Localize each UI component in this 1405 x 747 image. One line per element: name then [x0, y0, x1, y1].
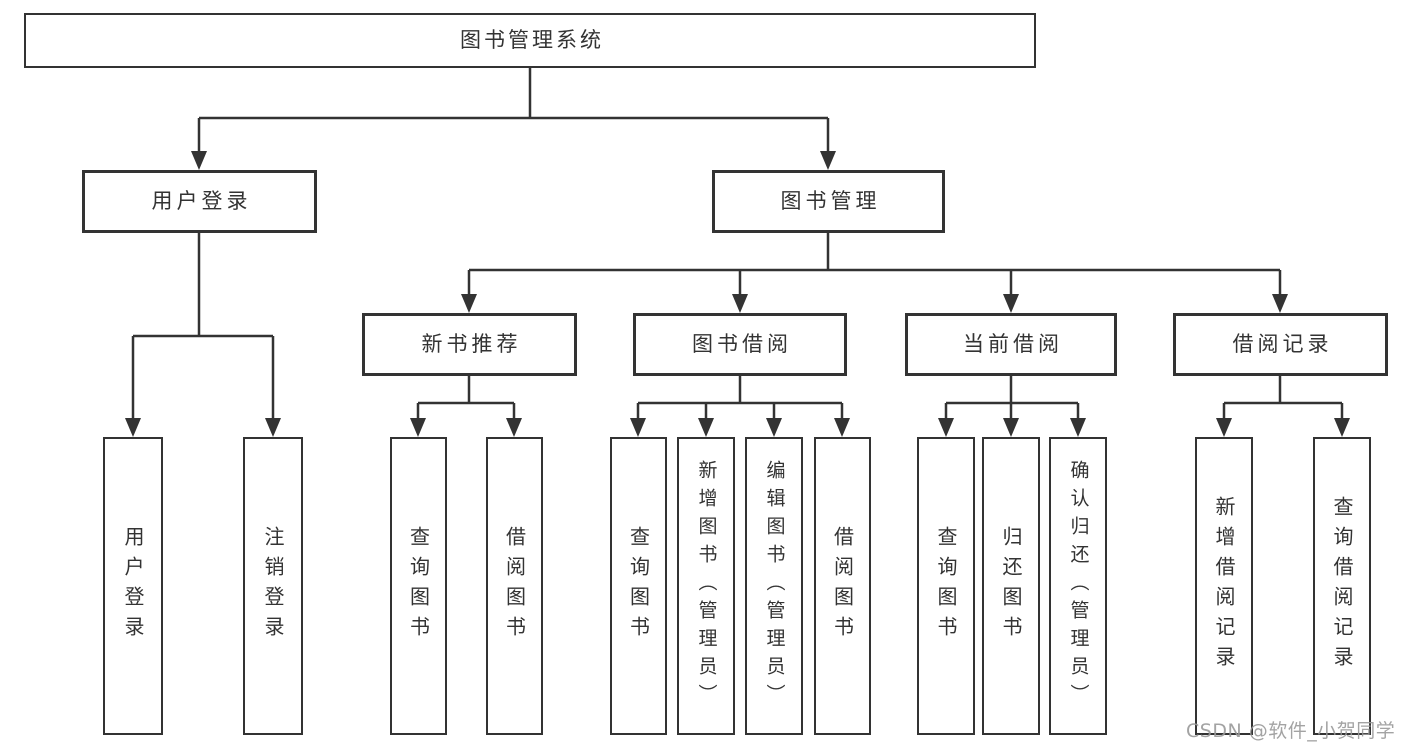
leaf-confirm-return-admin: 确认归还（管理员） [1049, 437, 1107, 735]
node-label: 用户登录 [121, 526, 145, 646]
leaf-logout: 注销登录 [243, 437, 303, 735]
node-label: 借阅图书 [830, 526, 855, 646]
csdn-watermark: CSDN @软件_小贺同学 [1186, 720, 1396, 742]
leaf-return-books: 归还图书 [982, 437, 1040, 735]
leaf-add-books-admin: 新增图书（管理员） [677, 437, 735, 735]
node-label: 借阅记录 [1232, 332, 1333, 356]
leaf-query-borrow-record: 查询借阅记录 [1313, 437, 1371, 735]
node-book-management: 图书管理 [712, 170, 945, 233]
node-current-borrowing: 当前借阅 [905, 313, 1117, 376]
node-library-management-system: 图书管理系统 [24, 13, 1036, 68]
node-label: 查询借阅记录 [1330, 496, 1354, 676]
node-label: 查询图书 [934, 526, 958, 646]
node-label: 注销登录 [261, 526, 285, 646]
node-label: 新书推荐 [421, 332, 522, 356]
leaf-query-books-borrowing: 查询图书 [610, 437, 667, 735]
node-label: 归还图书 [999, 526, 1023, 646]
leaf-borrow-books-borrowing: 借阅图书 [814, 437, 871, 735]
node-label: 图书管理 [780, 189, 881, 213]
arrowheads [125, 151, 1350, 437]
leaf-borrow-books-newbook: 借阅图书 [486, 437, 543, 735]
leaf-query-books-newbook: 查询图书 [390, 437, 447, 735]
leaf-add-borrow-record: 新增借阅记录 [1195, 437, 1253, 735]
node-label: 查询图书 [406, 526, 431, 646]
node-label: 图书借阅 [692, 332, 792, 356]
node-label: 图书管理系统 [460, 28, 604, 52]
node-label: 用户登录 [151, 189, 252, 213]
node-label: 新增借阅记录 [1212, 496, 1236, 676]
node-borrowing-records: 借阅记录 [1173, 313, 1388, 376]
leaf-user-login: 用户登录 [103, 437, 163, 735]
node-book-borrowing: 图书借阅 [633, 313, 847, 376]
node-label: 编辑图书（管理员） [763, 460, 786, 712]
node-user-login: 用户登录 [82, 170, 317, 233]
node-new-book-recommend: 新书推荐 [362, 313, 577, 376]
node-label: 当前借阅 [963, 332, 1063, 356]
leaf-edit-books-admin: 编辑图书（管理员） [745, 437, 803, 735]
leaf-query-books-current: 查询图书 [917, 437, 975, 735]
node-label: 借阅图书 [502, 526, 527, 646]
node-label: 新增图书（管理员） [695, 460, 718, 712]
node-label: 查询图书 [626, 526, 651, 646]
node-label: 确认归还（管理员） [1067, 460, 1090, 712]
